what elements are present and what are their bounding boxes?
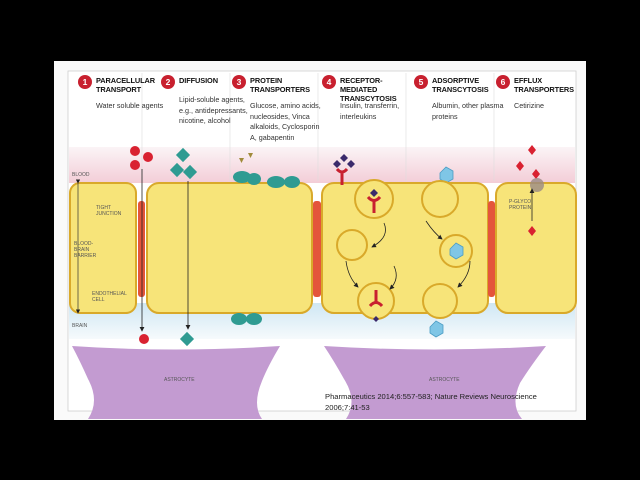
mechanism-description: Cetirizine — [514, 101, 586, 112]
water-soluble-agent — [143, 152, 153, 162]
water-soluble-agent — [130, 160, 140, 170]
mechanism-description: Water soluble agents — [96, 101, 168, 112]
mechanism-description: Lipid-soluble agents, e.g., antidepressa… — [179, 95, 251, 127]
vesicle — [422, 181, 458, 217]
water-soluble-agent — [130, 146, 140, 156]
vesicle — [337, 230, 367, 260]
astrocyte-label: ASTROCYTE — [429, 377, 469, 383]
step-number-badge: 3 — [232, 75, 246, 89]
protein-transporter — [246, 313, 262, 325]
tight-junction — [488, 201, 495, 297]
mechanism-description: Albumin, other plasma proteins — [432, 101, 504, 122]
endothelial-cell — [147, 183, 312, 313]
mechanism-title: PROTEIN TRANSPORTERS — [250, 76, 320, 94]
mechanism-title: EFFLUX TRANSPORTERS — [514, 76, 584, 94]
mechanism-description: Glucose, amino acids, nucleosides, Vinca… — [250, 101, 322, 143]
mechanism-description: Insulin, transferrin, interleukins — [340, 101, 412, 122]
step-number-badge: 4 — [322, 75, 336, 89]
water-soluble-agent — [139, 334, 149, 344]
tight-junction — [313, 201, 321, 297]
bbb-label: BLOOD-BRAIN BARRIER — [74, 241, 98, 259]
step-number-badge: 2 — [161, 75, 175, 89]
endothelial-cell-label: ENDOTHELIAL CELL — [92, 291, 136, 303]
blood-label: BLOOD — [72, 172, 112, 178]
mechanism-title: PARACELLULAR TRANSPORT — [96, 76, 166, 94]
protein-transporter — [231, 313, 247, 325]
tight-junction-label: TIGHT JUNCTION — [96, 205, 130, 217]
protein-transporter — [267, 176, 285, 188]
step-number-badge: 5 — [414, 75, 428, 89]
mechanism-title: RECEPTOR-MEDIATED TRANSCYTOSIS — [340, 76, 410, 103]
slide: 1 PARACELLULAR TRANSPORT Water soluble a… — [54, 61, 586, 420]
step-number-badge: 1 — [78, 75, 92, 89]
citation: Pharmaceutics 2014;6:557-583; Nature Rev… — [325, 392, 565, 413]
protein-transporter — [247, 173, 261, 185]
endothelial-cell — [496, 183, 576, 313]
tight-junction — [138, 201, 145, 297]
vesicle — [423, 284, 457, 318]
astrocyte-label: ASTROCYTE — [164, 377, 204, 383]
protein-transporter — [284, 176, 300, 188]
mechanism-title: ADSORPTIVE TRANSCYTOSIS — [432, 76, 502, 94]
step-number-badge: 6 — [496, 75, 510, 89]
blood-zone — [69, 147, 575, 183]
p-glycoprotein-label: P-GLYCO PROTEIN — [509, 199, 535, 211]
brain-label: BRAIN — [72, 323, 112, 329]
